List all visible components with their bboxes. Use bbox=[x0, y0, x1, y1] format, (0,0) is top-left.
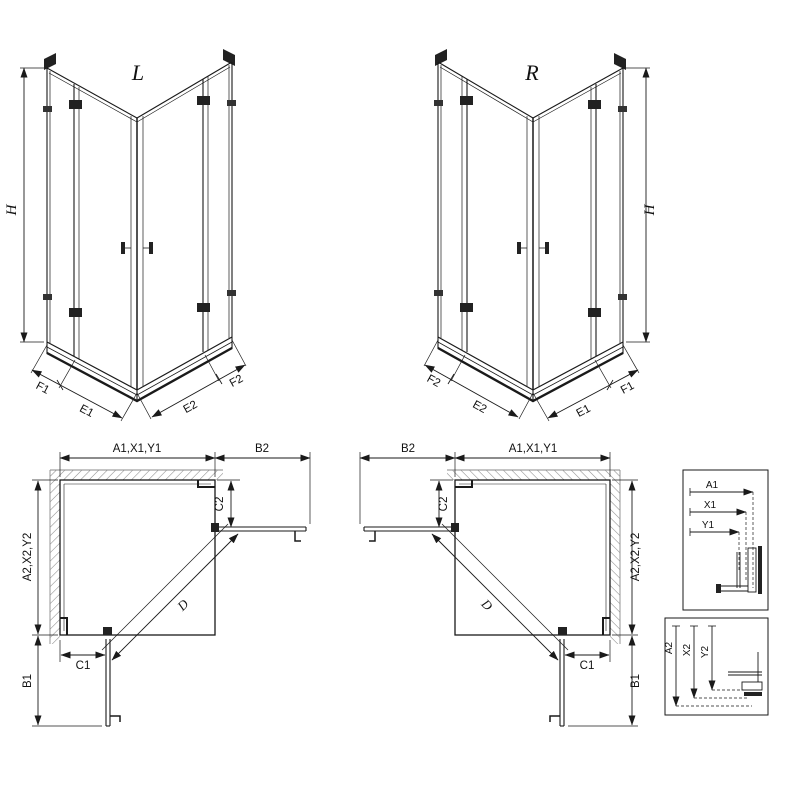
plan-left-b1-dim: B1 bbox=[22, 674, 34, 688]
plan-left-c1-dim: C1 bbox=[76, 660, 91, 672]
height-dim-label-left: H bbox=[4, 203, 20, 216]
plan-left-b2-dim: B2 bbox=[255, 443, 269, 455]
plan-left-c2-dim: C2 bbox=[214, 497, 226, 512]
detail-a2-label: A2 bbox=[664, 641, 675, 654]
dim-e1-right: E1 bbox=[575, 403, 593, 420]
plan-right-depth-dim: A2,X2,Y2 bbox=[630, 533, 642, 582]
detail-a1-label: A1 bbox=[706, 480, 719, 491]
dim-f1-right: F1 bbox=[619, 380, 636, 397]
plan-left-width-dim: A1,X1,Y1 bbox=[113, 443, 162, 455]
plan-right-b1-dim: B1 bbox=[630, 674, 642, 688]
elevation-left-label: L bbox=[131, 60, 144, 85]
dim-f2-right: F2 bbox=[425, 373, 443, 390]
detail-y2-label: Y2 bbox=[700, 645, 711, 658]
plan-right-b2-dim: B2 bbox=[401, 443, 415, 455]
dim-f1-left: F1 bbox=[34, 380, 51, 397]
elevation-right-label: R bbox=[524, 60, 539, 85]
detail-x1-label: X1 bbox=[704, 500, 717, 511]
plan-right-c2-dim: C2 bbox=[438, 497, 450, 512]
elevation-left-view bbox=[20, 49, 246, 421]
plan-right-view bbox=[360, 452, 638, 726]
detail-y1-label: Y1 bbox=[702, 520, 715, 531]
detail-width-box bbox=[683, 470, 768, 610]
height-dim-label-right: H bbox=[642, 203, 658, 216]
dim-e2-left: E2 bbox=[181, 399, 199, 416]
dim-e2-right: E2 bbox=[470, 399, 488, 416]
detail-depth-box bbox=[665, 618, 768, 715]
detail-x2-label: X2 bbox=[682, 643, 693, 656]
dim-e1-left: E1 bbox=[77, 403, 95, 420]
dim-f2-left: F2 bbox=[228, 373, 246, 390]
plan-left-view bbox=[32, 452, 310, 726]
elevation-right-view bbox=[424, 49, 650, 421]
plan-right-c1-dim: C1 bbox=[580, 660, 595, 672]
plan-right-width-dim: A1,X1,Y1 bbox=[509, 443, 558, 455]
plan-left-depth-dim: A2,X2,Y2 bbox=[22, 533, 34, 582]
